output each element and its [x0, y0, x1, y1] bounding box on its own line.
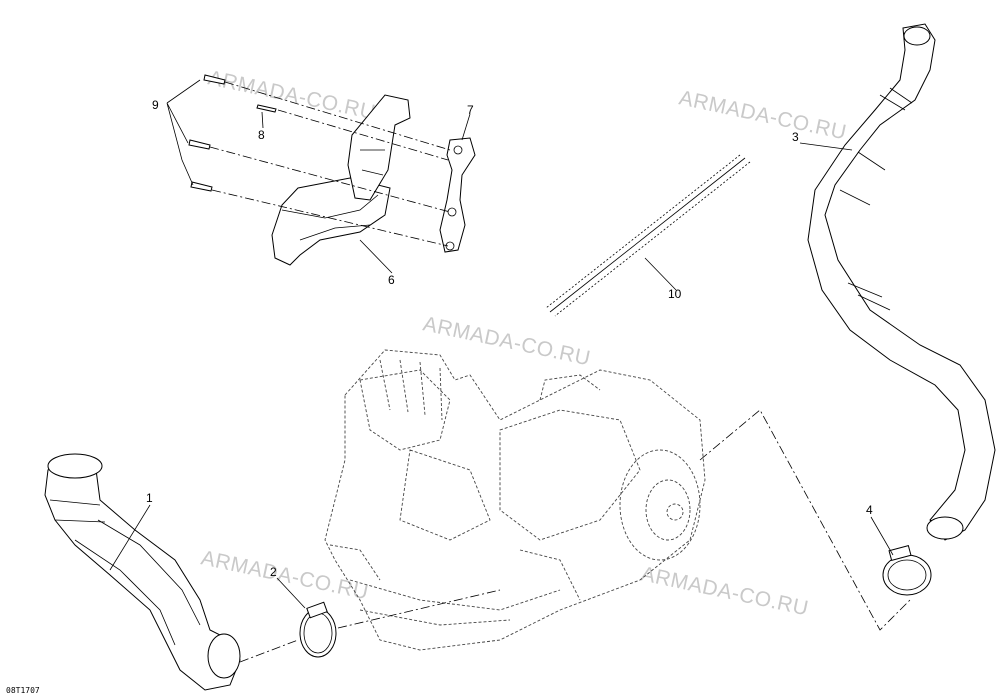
bracket-7 [439, 137, 476, 253]
callout-8: 8 [258, 128, 265, 142]
clamp-4 [882, 544, 932, 596]
air-duct-3 [807, 23, 996, 541]
watermark: ARMADA-CO.RU [421, 312, 593, 370]
screw-8 [256, 104, 277, 113]
watermarks: ARMADA-CO.RU ARMADA-CO.RU ARMADA-CO.RU A… [199, 66, 849, 620]
callout-3: 3 [792, 130, 799, 144]
callout-4: 4 [866, 503, 873, 517]
watermark: ARMADA-CO.RU [206, 66, 378, 124]
callout-2: 2 [270, 565, 277, 579]
belt-guard-6 [271, 94, 411, 266]
callouts: 1 2 3 4 6 7 8 9 10 [146, 98, 873, 579]
drive-chain-10 [545, 154, 751, 317]
drawing-code: 08T1707 [6, 686, 40, 695]
callout-1: 1 [146, 491, 153, 505]
watermark: ARMADA-CO.RU [677, 86, 849, 144]
air-duct-1 [44, 453, 241, 691]
engine-outline [324, 349, 706, 651]
clamp-2 [299, 601, 337, 658]
screws-9 [188, 74, 226, 192]
callout-10: 10 [668, 287, 682, 301]
leader-lines [109, 79, 894, 609]
callout-7: 7 [467, 103, 474, 117]
callout-9: 9 [152, 98, 159, 112]
callout-6: 6 [388, 273, 395, 287]
watermark: ARMADA-CO.RU [639, 562, 811, 620]
assembly-lines [209, 81, 911, 663]
